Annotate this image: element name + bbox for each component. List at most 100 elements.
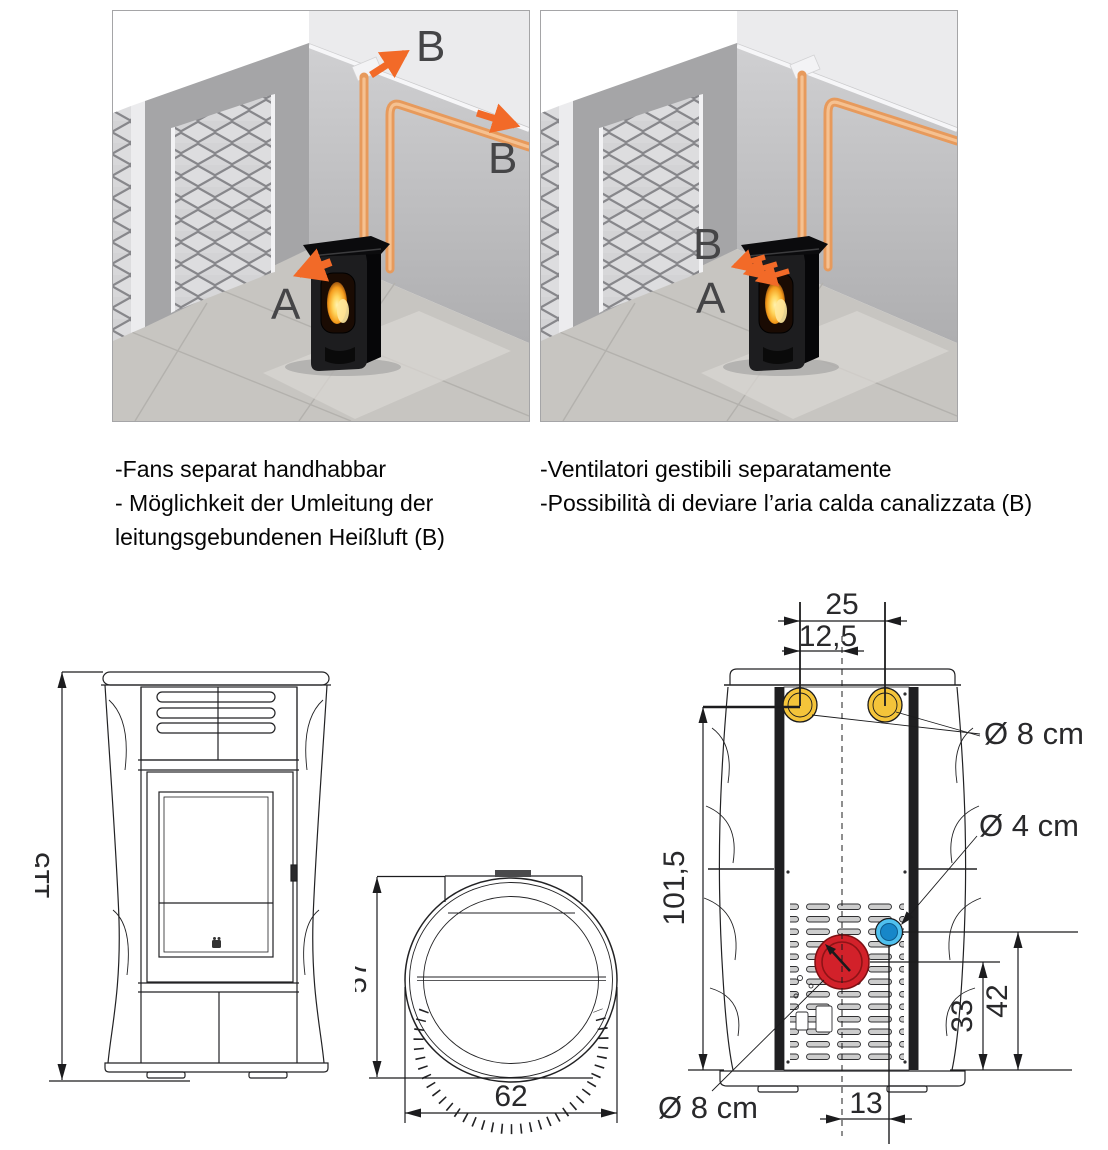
left-side-edge <box>718 686 734 1071</box>
flue-diameter-label: Ø 8 cm <box>658 1090 758 1125</box>
hot-air-ducts <box>359 72 534 274</box>
side-decor-4 <box>709 987 740 1037</box>
intake-leader-arrowhead <box>901 911 914 925</box>
caption-german: -Fans separat handhabbar - Möglichkeit d… <box>115 452 445 554</box>
leader-flue <box>711 979 825 1092</box>
duct-diameter-label: Ø 8 cm <box>984 716 1084 751</box>
recess-bar-right <box>909 687 919 1070</box>
hearth-tile <box>701 311 949 419</box>
top-view-drawing: 57 62 <box>355 870 618 1135</box>
foot-right <box>248 1071 288 1079</box>
duct-horizontal-highlight <box>826 100 959 269</box>
room-scene-left: B B A <box>113 11 534 422</box>
duct-height-value: 101,5 <box>658 850 691 925</box>
caption-de-line3: leitungsgebundenen Heißluft (B) <box>115 524 445 550</box>
hot-air-ducts <box>797 70 962 272</box>
small-holes <box>793 975 814 999</box>
dim-arrow-up <box>57 672 67 688</box>
caption-de-line2: - Möglichkeit der Umleitung der <box>115 490 434 516</box>
ceiling-exit-plate <box>789 54 821 80</box>
intake-offset-value: 13 <box>849 1087 882 1120</box>
side-decor-3 <box>703 897 737 961</box>
room-scene-right: B A <box>541 11 962 422</box>
side-decor-7 <box>948 897 982 961</box>
side-decor-3 <box>305 699 324 771</box>
stove-lower-vent <box>763 347 793 364</box>
window-inner <box>163 796 269 953</box>
stove-top <box>741 236 828 257</box>
duct-exit-arrow <box>369 49 410 79</box>
right-side-edge <box>951 686 967 1071</box>
label-b-top: B <box>416 22 445 71</box>
front-flow-arrows <box>730 249 790 287</box>
intake-height-value: 42 <box>981 984 1014 1017</box>
dim-arrow-down <box>372 1061 382 1077</box>
label-b-right: B <box>488 134 517 183</box>
dim-arrow-up <box>372 877 382 893</box>
grille-slot-2 <box>156 707 276 719</box>
label-a: A <box>696 274 726 323</box>
opening-jamb-left <box>599 127 603 313</box>
window-outer <box>158 791 274 958</box>
door <box>146 771 294 983</box>
rear-dim-arrowheads <box>698 616 1023 1124</box>
leader-outlet-left <box>811 714 981 735</box>
door-logo <box>212 937 221 948</box>
caption-it-line2: -Possibilità di deviare l’aria calda can… <box>540 490 1033 516</box>
label-a: A <box>271 280 301 329</box>
foot-right <box>886 1085 928 1093</box>
width-dimension <box>404 987 618 1123</box>
rear-view-drawing: 25 12,5 101,5 33 42 13 Ø 8 cm Ø 4 cm Ø 8… <box>658 588 1084 1144</box>
flame-core <box>337 299 349 323</box>
stove-side <box>803 251 819 364</box>
ceiling <box>309 11 529 127</box>
hearth-tile <box>263 311 511 419</box>
left-side-edge <box>104 684 120 1064</box>
stove <box>723 236 839 376</box>
stove-lower-vent <box>325 347 355 364</box>
leader-intake <box>901 835 978 925</box>
opening-jamb-right <box>699 94 703 273</box>
dim-arrow-down <box>57 1064 67 1080</box>
body-second-ring <box>409 882 613 1078</box>
duct-offset-value: 12,5 <box>799 620 857 653</box>
width-value: 62 <box>494 1080 527 1113</box>
door-handle <box>290 864 298 882</box>
illustration-diverted-air: B A <box>540 10 962 422</box>
caption-italian: -Ventilatori gestibili separatamente -Po… <box>540 452 1032 520</box>
room-air-arrow <box>293 248 333 282</box>
duct-horizontal-highlight <box>388 102 531 271</box>
depth-value: 57 <box>355 960 373 993</box>
grille-slot-1 <box>156 691 276 703</box>
front-arrow-3 <box>754 263 790 287</box>
body-inner-ring <box>423 896 599 1064</box>
stone-opening <box>603 95 699 311</box>
stone-opening <box>175 95 271 311</box>
stone-wall-strip <box>541 106 559 341</box>
air-intake <box>874 917 904 947</box>
stove-side <box>365 251 381 364</box>
depth-dimension <box>369 875 593 1079</box>
stone-wall-strip <box>113 106 131 341</box>
flow-arrows <box>293 49 521 282</box>
flue-needle <box>829 948 851 972</box>
duct-right-arrow <box>475 103 521 133</box>
side-decor-2 <box>112 909 129 976</box>
side-decor-4 <box>303 909 320 976</box>
flue-height-value: 33 <box>946 999 979 1032</box>
label-b: B <box>693 220 722 269</box>
side-decor-5 <box>955 727 974 784</box>
opening-jamb-right <box>271 94 275 273</box>
left-wall-edge <box>559 101 573 333</box>
dim-arrow-right <box>601 1108 617 1118</box>
base <box>104 1062 329 1073</box>
side-decor-8 <box>945 987 976 1037</box>
side-decor-1 <box>711 727 730 784</box>
foot-left <box>146 1071 186 1079</box>
flame-core <box>775 299 787 323</box>
service-cutouts <box>795 1005 833 1033</box>
top-cap <box>102 671 330 686</box>
side-decor-1 <box>108 699 127 771</box>
side-decor-2 <box>705 805 735 864</box>
